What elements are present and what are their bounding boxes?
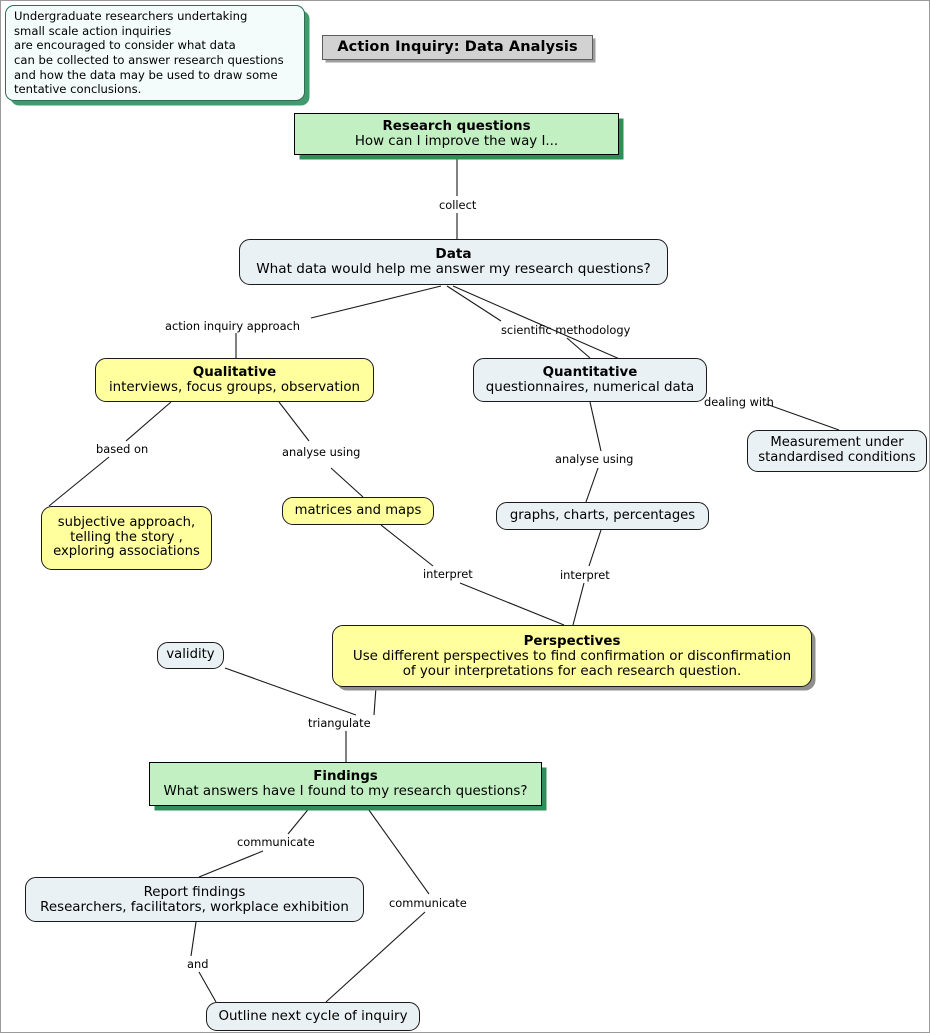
node-data[interactable]: Data What data would help me answer my r… (239, 239, 668, 285)
edge-label-and: and (187, 957, 209, 971)
node-measurement-line-1: Measurement under (770, 435, 904, 451)
node-qualitative[interactable]: Qualitative interviews, focus groups, ob… (95, 358, 374, 402)
node-perspectives[interactable]: Perspectives Use different perspectives … (332, 625, 812, 687)
node-findings-title: Findings (313, 769, 378, 784)
node-subjective-approach-line-3: exploring associations (53, 544, 200, 560)
edge-label-collect: collect (439, 198, 477, 212)
node-data-title: Data (435, 245, 472, 262)
map-title: Action Inquiry: Data Analysis (322, 35, 593, 60)
node-research-questions[interactable]: Research questions How can I improve the… (294, 113, 619, 155)
node-subjective-approach-line-1: subjective approach, (57, 514, 196, 530)
edge-label-triangulate: triangulate (308, 716, 371, 730)
node-subjective-approach[interactable]: subjective approach, telling the story ,… (41, 506, 212, 570)
node-measurement-line-2: standardised conditions (758, 450, 916, 465)
node-report-findings-title: Report findings (143, 884, 246, 900)
node-report-findings[interactable]: Report findings Researchers, facilitator… (25, 877, 364, 922)
node-findings[interactable]: Findings What answers have I found to my… (149, 762, 542, 806)
node-perspectives-line-2: of your interpretations for each researc… (402, 663, 742, 679)
edge-label-interpret-right: interpret (560, 568, 610, 582)
intro-note-line-4: can be collected to answer research ques… (14, 53, 284, 67)
node-subjective-approach-line-2: telling the story , (70, 529, 183, 545)
node-perspectives-title: Perspectives (523, 633, 621, 649)
intro-note-line-6: tentative conclusions. (14, 82, 142, 97)
node-matrices-and-maps[interactable]: matrices and maps (282, 497, 434, 525)
node-perspectives-line-1: Use different perspectives to find confi… (352, 648, 792, 664)
edge-label-scientific-methodology: scientific methodology (501, 323, 631, 337)
node-findings-body: What answers have I found to my research… (163, 784, 528, 799)
node-quantitative-body: questionnaires, numerical data (485, 380, 695, 395)
node-quantitative-title: Quantitative (542, 365, 638, 380)
edge-label-dealing-with: dealing with (704, 395, 774, 409)
edge-label-action-inquiry-approach: action inquiry approach (165, 319, 301, 333)
intro-note-line-5: and how the data may be used to draw som… (14, 67, 278, 82)
node-research-questions-title: Research questions (382, 119, 531, 134)
node-data-body: What data would help me answer my resear… (256, 261, 651, 277)
node-measurement[interactable]: Measurement under standardised condition… (747, 430, 927, 472)
node-validity[interactable]: validity (157, 642, 224, 669)
node-research-questions-body: How can I improve the way I... (354, 134, 559, 149)
edge-label-interpret-left: interpret (423, 567, 473, 581)
edge-label-analyse-using-left: analyse using (282, 445, 361, 459)
node-outline-next-cycle[interactable]: Outline next cycle of inquiry (206, 1002, 420, 1031)
node-qualitative-body: interviews, focus groups, observation (108, 380, 361, 395)
node-qualitative-title: Qualitative (192, 365, 277, 380)
edge-label-analyse-using-right: analyse using (555, 452, 634, 466)
node-graphs-charts-percentages[interactable]: graphs, charts, percentages (496, 502, 709, 530)
node-report-findings-body: Researchers, facilitators, workplace exh… (40, 899, 349, 915)
intro-note: Undergraduate researchers undertaking sm… (5, 5, 305, 101)
intro-note-line-2: small scale action inquiries (14, 23, 172, 38)
edge-label-based-on: based on (96, 442, 149, 456)
node-quantitative[interactable]: Quantitative questionnaires, numerical d… (473, 358, 707, 402)
edge-label-communicate-left: communicate (237, 835, 315, 849)
intro-note-line-1: Undergraduate researchers undertaking (14, 9, 248, 24)
intro-note-line-3: are encouraged to consider what data (14, 38, 236, 53)
edge-label-communicate-right: communicate (389, 896, 467, 910)
